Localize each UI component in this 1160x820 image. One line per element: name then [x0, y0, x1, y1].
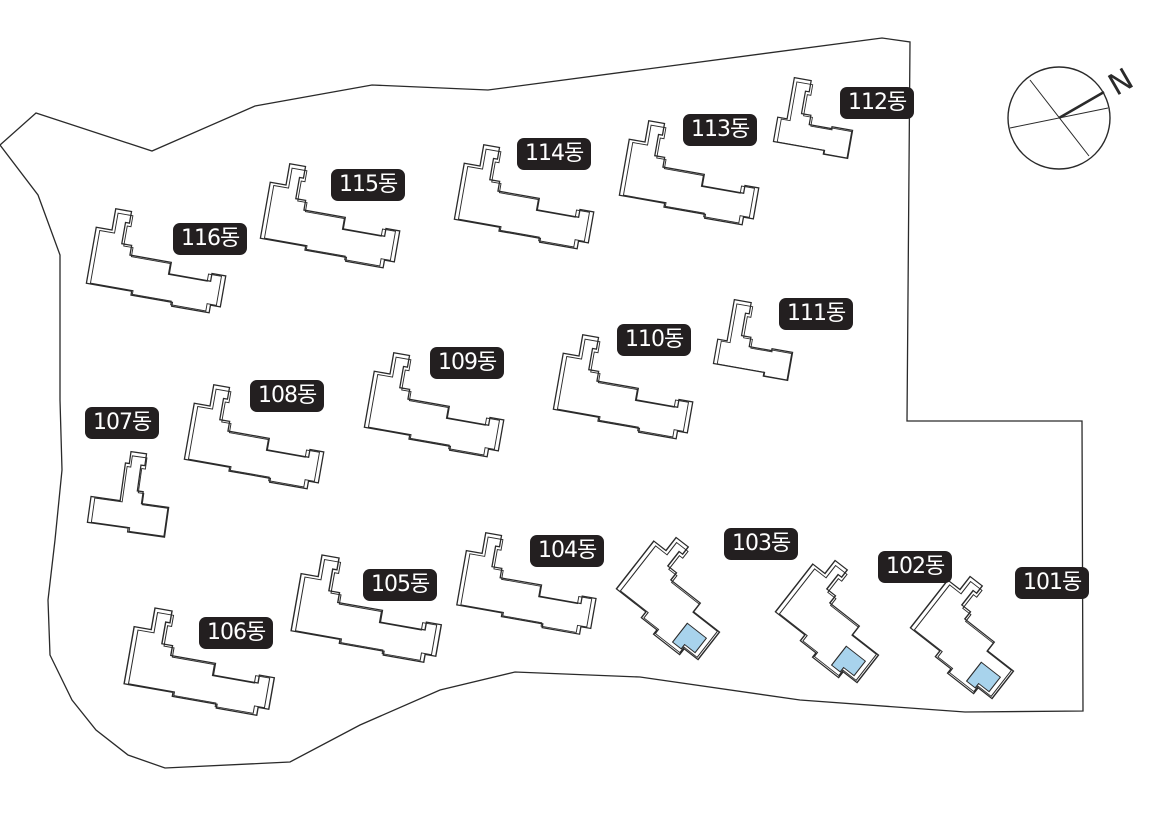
building-inner-outline — [127, 611, 271, 714]
building-inner-outline — [778, 564, 878, 681]
compass-needle — [1058, 90, 1105, 120]
highlighted-unit — [830, 645, 867, 677]
building-label-104[interactable]: 104동 — [530, 535, 605, 567]
building-inner-outline — [187, 388, 321, 488]
building-label-115[interactable]: 115동 — [331, 169, 406, 201]
building-107[interactable] — [86, 447, 176, 538]
building-label-111[interactable]: 111동 — [779, 298, 854, 330]
building-108[interactable] — [183, 382, 332, 491]
building-inner-outline — [263, 167, 397, 267]
buildings-layer — [85, 76, 1042, 717]
building-label-106[interactable]: 106동 — [199, 617, 274, 649]
building-102[interactable] — [767, 551, 907, 688]
building-label-108[interactable]: 108동 — [250, 380, 325, 412]
building-inner-outline — [776, 81, 853, 159]
building-109[interactable] — [363, 350, 512, 459]
building-label-102[interactable]: 102동 — [878, 551, 953, 583]
building-inner-outline — [622, 124, 756, 224]
building-inner-outline — [716, 303, 793, 381]
building-inner-outline — [89, 212, 223, 312]
building-inner-outline — [294, 558, 438, 661]
building-114[interactable] — [453, 142, 602, 251]
building-104[interactable] — [455, 530, 603, 636]
highlighted-unit — [965, 661, 1002, 693]
building-footprint — [772, 76, 854, 160]
building-label-109[interactable]: 109동 — [430, 347, 505, 379]
building-112[interactable] — [772, 76, 860, 160]
building-inner-outline — [619, 541, 719, 658]
building-label-113[interactable]: 113동 — [683, 114, 758, 146]
building-115[interactable] — [259, 161, 408, 270]
building-116[interactable] — [85, 206, 234, 315]
building-106[interactable] — [123, 605, 283, 717]
building-101[interactable] — [902, 567, 1042, 704]
building-inner-outline — [90, 455, 169, 537]
building-label-101[interactable]: 101동 — [1015, 567, 1090, 599]
highlighted-unit — [671, 622, 708, 654]
building-footprint — [86, 450, 170, 538]
building-footprint — [712, 298, 794, 382]
building-inner-outline — [556, 338, 690, 438]
compass: N — [1007, 62, 1140, 170]
building-inner-outline — [367, 356, 501, 456]
building-111[interactable] — [712, 298, 800, 382]
building-label-116[interactable]: 116동 — [173, 223, 248, 255]
building-label-107[interactable]: 107동 — [85, 407, 160, 439]
building-inner-outline — [460, 536, 593, 633]
building-113[interactable] — [618, 118, 767, 227]
compass-north-label: N — [1103, 62, 1140, 104]
building-label-103[interactable]: 103동 — [724, 528, 799, 560]
building-105[interactable] — [290, 552, 450, 664]
building-label-112[interactable]: 112동 — [840, 87, 915, 119]
building-110[interactable] — [552, 332, 701, 441]
building-label-105[interactable]: 105동 — [363, 569, 438, 601]
building-label-114[interactable]: 114동 — [517, 138, 592, 170]
building-inner-outline — [913, 580, 1013, 697]
building-label-110[interactable]: 110동 — [617, 324, 692, 356]
building-inner-outline — [457, 148, 591, 248]
building-103[interactable] — [608, 528, 748, 665]
